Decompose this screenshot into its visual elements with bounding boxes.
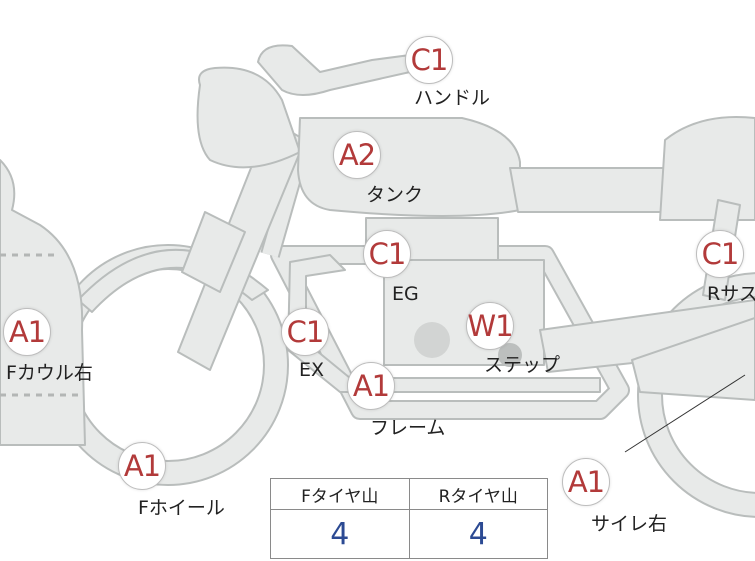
grade-badge-handle: C1 bbox=[405, 36, 453, 84]
part-label-handle: ハンドル bbox=[414, 87, 491, 109]
front-cowl-shape bbox=[0, 159, 86, 446]
rear-tread-header: Rタイヤ山 bbox=[408, 478, 548, 510]
part-label-front-wheel: Fホイール bbox=[138, 497, 225, 519]
part-label-front-cowl-right: Fカウル右 bbox=[6, 362, 93, 384]
part-label-frame: フレーム bbox=[370, 417, 446, 439]
grade-badge-engine: C1 bbox=[363, 230, 411, 278]
handlebar-shape bbox=[257, 44, 411, 96]
front-tread-header: Fタイヤ山 bbox=[270, 478, 410, 510]
part-label-exhaust: EX bbox=[299, 359, 325, 381]
table-row: 4 4 bbox=[270, 509, 548, 559]
grade-badge-front-wheel: A1 bbox=[118, 442, 166, 490]
grade-badge-exhaust: C1 bbox=[281, 308, 329, 356]
rear-tread-value: 4 bbox=[408, 509, 548, 559]
part-label-engine: EG bbox=[392, 283, 419, 305]
part-label-tank: タンク bbox=[366, 184, 424, 206]
grade-badge-step: W1 bbox=[466, 302, 514, 350]
part-label-silencer-right: サイレ右 bbox=[591, 513, 668, 535]
front-tread-value: 4 bbox=[270, 509, 410, 559]
seat-shape bbox=[509, 167, 666, 213]
silencer-leader-line bbox=[624, 374, 746, 453]
part-label-rear-suspension: Rサス bbox=[707, 283, 755, 305]
tire-tread-table: Fタイヤ山 Rタイヤ山 4 4 bbox=[270, 478, 548, 559]
grade-badge-frame: A1 bbox=[347, 362, 395, 410]
grade-badge-front-cowl-right: A1 bbox=[3, 308, 51, 356]
grade-badge-tank: A2 bbox=[333, 131, 381, 179]
grade-badge-silencer-right: A1 bbox=[562, 458, 610, 506]
part-label-step: ステップ bbox=[484, 354, 561, 376]
grade-badge-rear-suspension: C1 bbox=[696, 230, 744, 278]
table-header-row: Fタイヤ山 Rタイヤ山 bbox=[270, 478, 548, 510]
